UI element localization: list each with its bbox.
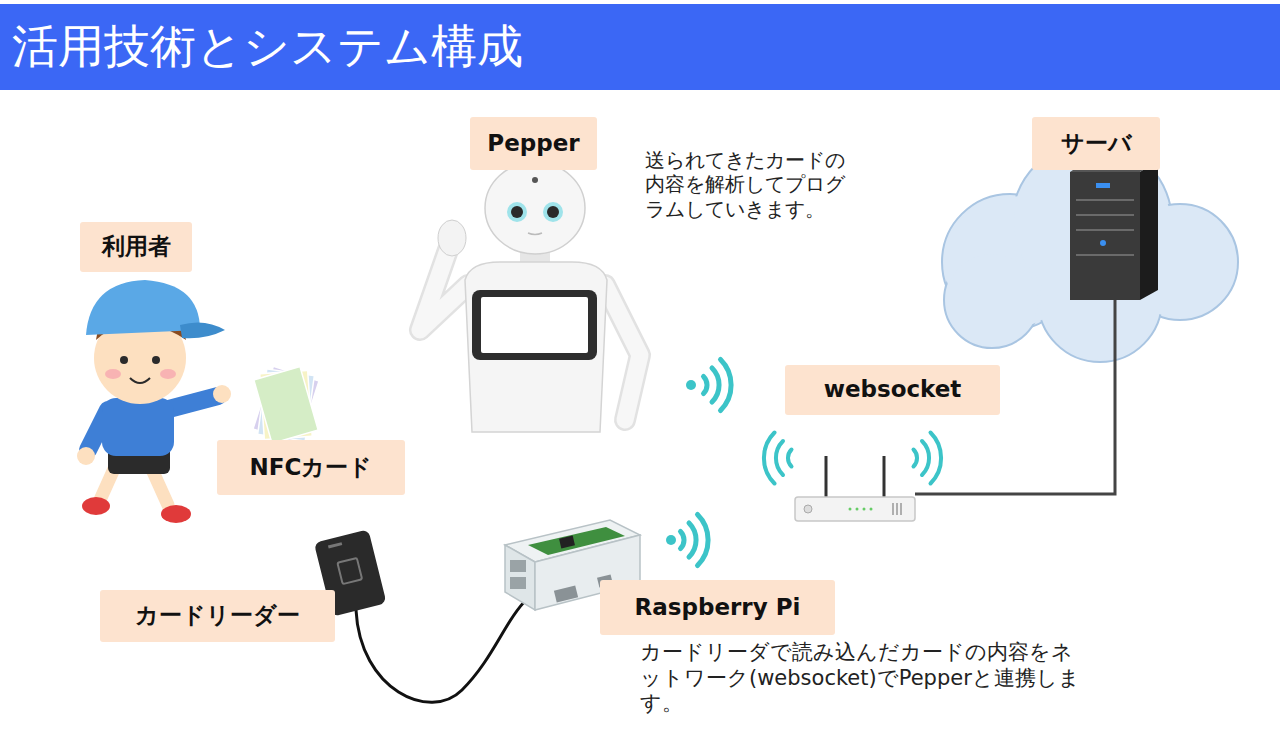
- usb-cable: [356, 598, 528, 702]
- label-box: カードリーダー: [100, 590, 335, 642]
- pepper-robot: [420, 162, 640, 432]
- label-box: サーバ: [1032, 117, 1160, 170]
- label-box: websocket: [785, 365, 1000, 415]
- label-text: Pepper: [487, 130, 579, 158]
- label-box: NFCカード: [217, 440, 405, 495]
- cloud-server: [942, 142, 1238, 362]
- nfc-cards: [253, 366, 319, 444]
- label-text: サーバ: [1061, 130, 1132, 158]
- user-child: [77, 280, 231, 523]
- note-text: カードリーダで読み込んだカードの内容をネットワーク(websocket)でPep…: [640, 640, 1080, 717]
- title-band: 活用技術とシステム構成: [0, 4, 1280, 90]
- label-text: NFCカード: [250, 454, 373, 482]
- label-text: Raspberry Pi: [635, 594, 801, 622]
- wifi-symbol: [681, 515, 709, 566]
- label-box: Pepper: [470, 117, 597, 170]
- router: [764, 433, 941, 522]
- note-text: 送られてきたカードの内容を解析してプログラムしていきます。: [645, 148, 853, 221]
- wifi-symbol: [704, 360, 732, 411]
- label-text: カードリーダー: [135, 602, 300, 630]
- title-text: 活用技術とシステム構成: [12, 16, 523, 76]
- label-text: 利用者: [102, 233, 171, 261]
- label-box: 利用者: [80, 222, 192, 272]
- label-box: Raspberry Pi: [600, 580, 835, 635]
- label-text: websocket: [824, 376, 962, 404]
